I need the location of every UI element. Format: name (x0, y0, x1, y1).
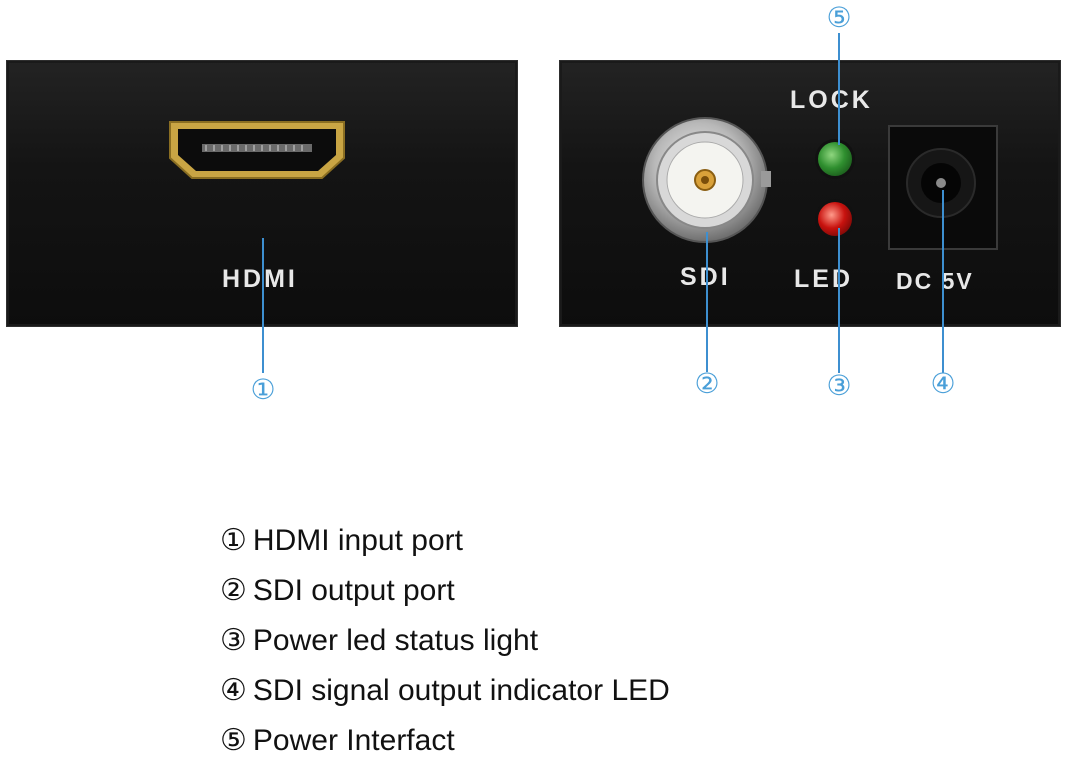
legend-text: SDI output port (252, 574, 455, 607)
hdmi-label: HDMI (222, 265, 298, 293)
sdi-label: SDI (680, 263, 731, 292)
legend-text: Power led status light (252, 624, 539, 657)
callout-5: ⑤ (826, 1, 852, 34)
legend-number: ④ (220, 673, 247, 708)
legend-text: HDMI input port (252, 524, 463, 557)
leader-line-1 (262, 238, 264, 373)
legend-number: ② (220, 573, 247, 608)
lock-label: LOCK (790, 86, 873, 114)
legend-text: Power Interfact (252, 724, 455, 757)
power-led-icon (818, 202, 852, 236)
dc-power-jack (888, 125, 998, 250)
callout-2: ② (694, 367, 720, 400)
dc-5v-label: DC 5V (896, 268, 974, 294)
led-label: LED (794, 265, 853, 293)
callout-3: ③ (826, 369, 852, 402)
leader-line-3 (838, 228, 840, 373)
callout-4: ④ (930, 367, 956, 400)
callout-1: ① (250, 373, 276, 406)
leader-line-4 (942, 190, 944, 373)
dc-jack-socket-icon (906, 148, 976, 218)
legend-number: ⑤ (220, 723, 247, 758)
lock-led-icon (818, 142, 852, 176)
legend-number: ③ (220, 623, 247, 658)
hdmi-port-icon (169, 121, 345, 179)
leader-line-5 (838, 33, 840, 145)
bnc-connector-icon (642, 117, 771, 243)
legend-number: ① (220, 523, 247, 558)
legend-text: SDI signal output indicator LED (252, 674, 670, 707)
leader-line-2 (706, 232, 708, 372)
